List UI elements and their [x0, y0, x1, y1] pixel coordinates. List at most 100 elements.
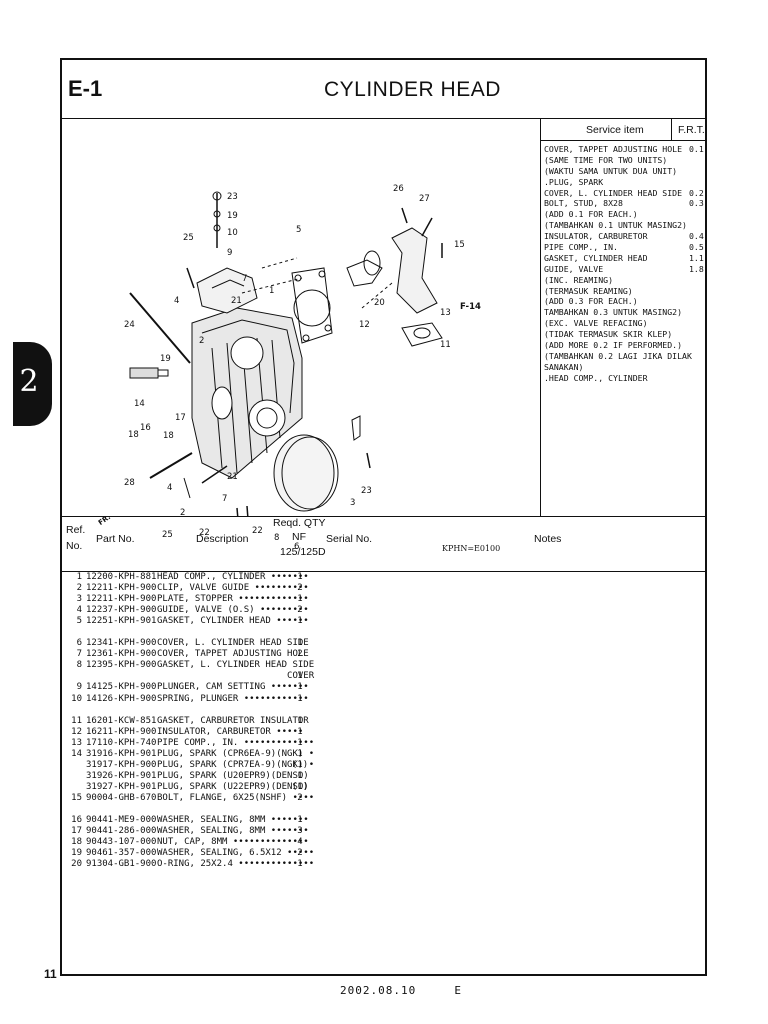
ref-number: 12 — [71, 726, 82, 737]
ref-number: 9 — [76, 682, 82, 693]
service-row: (ADD 0.3 FOR EACH.) — [544, 296, 704, 307]
callout-19: 19 — [227, 211, 238, 221]
ref-number: 5 — [76, 616, 82, 627]
service-row: PIPE COMP., IN.0.5 — [544, 242, 704, 253]
callout-17: 17 — [175, 413, 186, 423]
callout-layer: 23 19 10 9 25 7 4 21 1 5 26 27 15 20 12 … — [62, 118, 540, 552]
callout-20: 20 — [374, 298, 385, 308]
callout-24: 24 — [124, 320, 135, 330]
service-row: (WAKTU SAMA UNTUK DUA UNIT) — [544, 166, 704, 177]
service-row-text: (TAMBAHKAN 0.2 LAGI JIKA DILAK — [544, 350, 692, 361]
service-row-text: INSULATOR, CARBURETOR — [544, 231, 648, 242]
callout-8: 8 — [274, 533, 280, 543]
table-row: 31917-KPH-900PLUG, SPARK (CPR7EA-9)(NGK)… — [68, 760, 314, 771]
service-row: .HEAD COMP., CYLINDER — [544, 373, 704, 384]
callout-2: 2 — [199, 336, 205, 346]
service-row: (TERMASUK REAMING) — [544, 286, 704, 297]
callout-18b: 18 — [163, 431, 174, 441]
reqd-qty-heading: Reqd. QTY — [273, 517, 326, 529]
service-row-text: (TERMASUK REAMING) — [544, 285, 633, 296]
quantity: 2 — [297, 792, 303, 803]
ref-number: 7 — [76, 649, 82, 660]
ref-number: 4 — [76, 605, 82, 616]
part-number: 90461-357-000 — [86, 848, 157, 859]
section-code: E-1 — [68, 76, 103, 101]
ref-heading: Ref. — [66, 524, 86, 536]
service-item-heading: Service item — [586, 124, 644, 136]
ref-number: 1 — [76, 572, 82, 582]
quantity: 2 — [297, 583, 303, 594]
description: COVER — [157, 671, 315, 682]
service-row-text: COVER, L. CYLINDER HEAD SIDE — [544, 187, 683, 198]
callout-1: 1 — [269, 286, 275, 296]
callout-13: 13 — [440, 308, 451, 318]
callout-6: 6 — [294, 542, 300, 552]
description: INSULATOR, CARBURETOR ••••• — [157, 726, 304, 737]
nf-heading: NF — [292, 531, 306, 543]
callout-18: 18 — [128, 430, 139, 440]
callout-15: 15 — [454, 240, 465, 250]
callout-2b: 2 — [180, 508, 186, 518]
service-row-text: (EXC. VALVE REFACING) — [544, 318, 648, 329]
service-row-text: (WAKTU SAMA UNTUK DUA UNIT) — [544, 165, 678, 176]
callout-22: 22 — [199, 528, 210, 538]
ref-number: 8 — [76, 660, 82, 671]
group-spacer — [68, 627, 311, 638]
part-number: 14125-KPH-900 — [86, 682, 157, 693]
service-row-frt: 0.3 — [689, 198, 704, 209]
service-row: TAMBAHKAN 0.3 UNTUK MASING2) — [544, 307, 704, 318]
quantity: 2 — [297, 605, 303, 616]
table-row: 31926-KPH-901PLUG, SPARK (U20EPR9)(DENSO… — [68, 771, 311, 782]
ref-number: 13 — [71, 737, 82, 748]
quantity: 1 — [297, 671, 303, 682]
service-row: (INC. REAMING) — [544, 275, 704, 286]
part-number: 16211-KPH-900 — [86, 726, 157, 737]
table-row: COVER1 — [68, 671, 315, 682]
quantity: 1 — [297, 715, 303, 726]
section-tab-number: 2 — [19, 364, 39, 399]
ref-number: 15 — [71, 792, 82, 803]
callout-27: 27 — [419, 194, 430, 204]
service-row-text: .PLUG, SPARK — [544, 176, 604, 187]
table-row: 31927-KPH-901PLUG, SPARK (U22EPR9)(DENSO… — [68, 782, 311, 793]
ref-number: 14 — [71, 748, 82, 759]
frt-heading: F.R.T. — [678, 124, 705, 136]
quantity: 1 — [297, 726, 303, 737]
part-no-heading: Part No. — [96, 533, 135, 545]
description: PLATE, STOPPER ••••••••••••• — [157, 594, 309, 605]
ref-number: 17 — [71, 826, 82, 837]
page-title: CYLINDER HEAD — [324, 78, 501, 101]
description: PLUG, SPARK (CPR6EA-9)(NGK) • — [157, 748, 315, 759]
service-row-text: SANAKAN) — [544, 361, 584, 372]
table-row: 12 16211-KPH-900INSULATOR, CARBURETOR •••… — [68, 727, 311, 738]
quantity: 2 — [297, 848, 303, 859]
part-number: 12237-KPH-900 — [86, 605, 157, 616]
part-number: 12341-KPH-900 — [86, 638, 157, 649]
callout-23: 23 — [227, 192, 238, 202]
part-number: 12211-KPH-900 — [86, 594, 157, 605]
group-spacer — [68, 705, 311, 716]
quantity: 1 — [297, 815, 303, 826]
service-row: (ADD MORE 0.2 IF PERFORMED.) — [544, 340, 704, 351]
page-header: E-1 CYLINDER HEAD — [62, 60, 705, 119]
description: WASHER, SEALING, 8MM ••••••• — [157, 826, 309, 837]
description: CLIP, VALVE GUIDE •••••••••• — [157, 583, 309, 594]
callout-4b: 4 — [167, 483, 173, 493]
service-row: SANAKAN) — [544, 362, 704, 373]
description: NUT, CAP, 8MM •••••••••••••• — [157, 837, 309, 848]
part-number: 31927-KPH-901 — [86, 781, 157, 792]
part-number: 90441-286-000 — [86, 826, 157, 837]
callout-23b: 23 — [361, 486, 372, 496]
description: GASKET, CYLINDER HEAD •••••• — [157, 616, 309, 627]
callout-7: 7 — [242, 274, 248, 284]
table-row: 17 90441-286-000WASHER, SEALING, 8MM ••••… — [68, 826, 311, 837]
